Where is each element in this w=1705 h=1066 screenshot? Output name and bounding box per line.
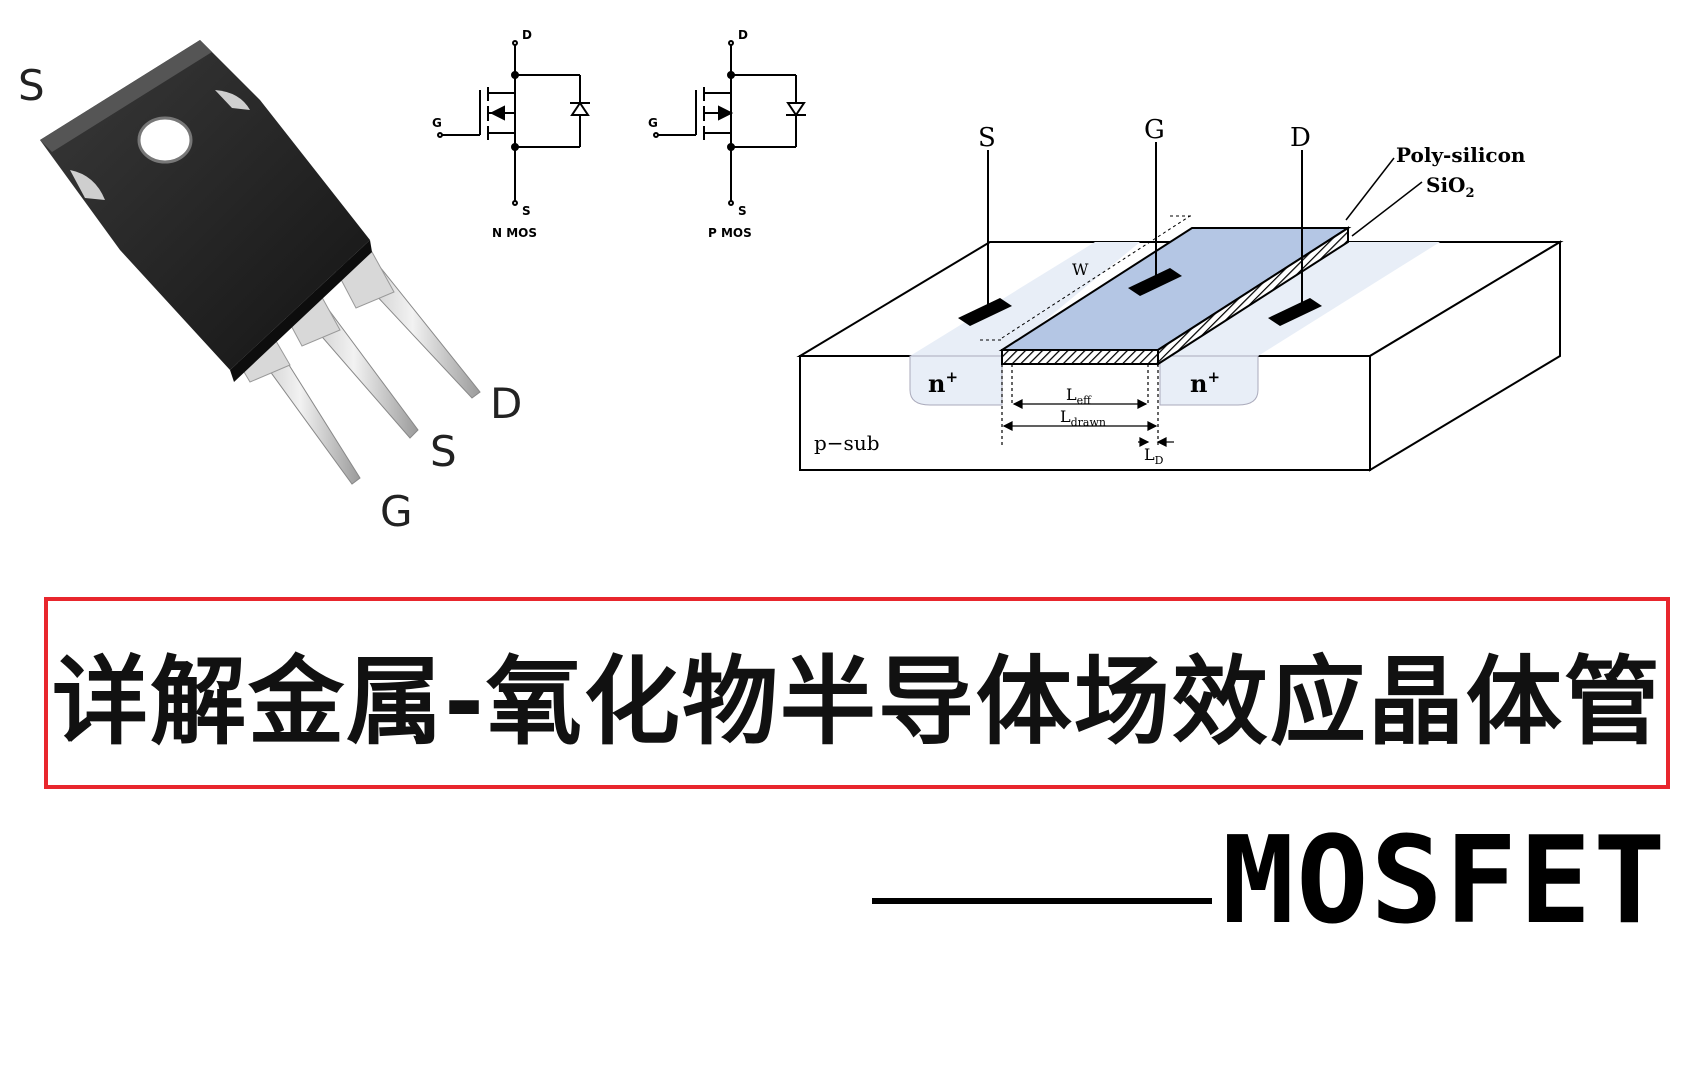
page-title: 详解金属-氧化物半导体场效应晶体管 (52, 645, 1662, 758)
title-frame: 详解金属-氧化物半导体场效应晶体管 (44, 597, 1670, 789)
nmos-d-label: D (522, 28, 532, 42)
pmos-caption: P MOS (708, 226, 752, 240)
nmos-caption: N MOS (492, 226, 537, 240)
nmos-s-label: S (522, 204, 531, 218)
diffusion-regions (909, 242, 1440, 406)
pin-label-g: G (380, 487, 413, 536)
pmos-g-label: G (648, 116, 658, 130)
terminal-g-label: G (1144, 115, 1165, 145)
package-body (40, 40, 372, 382)
pmos-symbol (653, 40, 806, 206)
mounting-hole (139, 118, 191, 162)
pmos-d-label: D (738, 28, 748, 42)
mos-schematic-symbols: D G S N MOS D G S P MOS (432, 28, 806, 240)
subtitle-dash (872, 898, 1212, 904)
n-plus-drain-label: n+ (1190, 368, 1220, 398)
nmos-symbol (437, 40, 590, 206)
n-plus-source-label: n+ (928, 368, 958, 398)
substrate-label: p−sub (814, 431, 880, 455)
pin-label-s: S (430, 427, 457, 476)
gate-stack (998, 226, 1352, 366)
l-eff-label: Leff (1066, 385, 1092, 407)
subtitle-mosfet: MOSFET (1222, 812, 1668, 951)
l-drawn-label: Ldrawn (1060, 407, 1106, 429)
pmos-s-label: S (738, 204, 747, 218)
nmos-g-label: G (432, 116, 442, 130)
pin-label-d: D (490, 379, 522, 428)
contacts (958, 268, 1322, 326)
pin-label-s-top: S (18, 61, 45, 110)
l-d-label: LD (1144, 445, 1164, 467)
mosfet-cross-section: S G D Poly-silicon SiO2 W n+ n+ Leff Ldr… (796, 115, 1564, 472)
poly-silicon-label: Poly-silicon (1396, 143, 1526, 167)
sio2-label: SiO2 (1426, 173, 1475, 201)
terminal-wires (987, 142, 1303, 310)
terminal-s-label: S (978, 123, 996, 153)
to247-package-image: S D S G (18, 40, 522, 536)
terminal-d-label: D (1290, 123, 1311, 153)
width-label: W (1072, 260, 1089, 279)
